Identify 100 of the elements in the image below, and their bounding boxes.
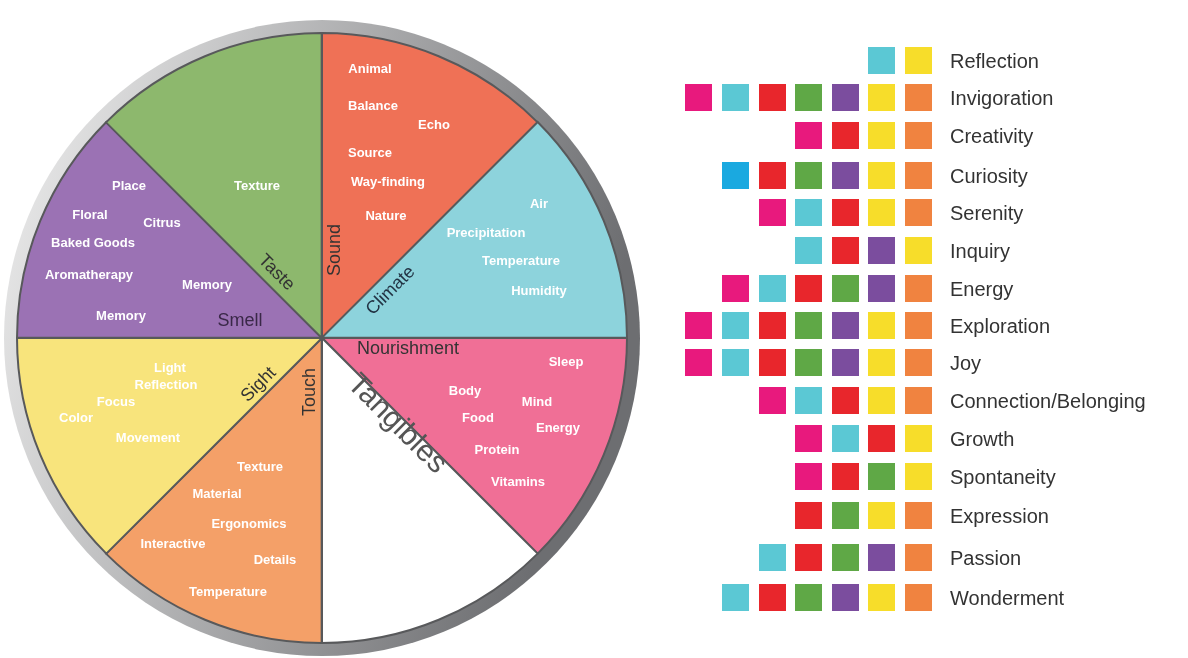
color-square bbox=[758, 349, 786, 376]
color-square bbox=[905, 584, 932, 611]
color-square bbox=[905, 199, 932, 226]
color-square bbox=[905, 544, 932, 571]
color-square bbox=[905, 349, 932, 376]
row-label: Reflection bbox=[950, 49, 1039, 73]
row-label: Invigoration bbox=[950, 86, 1054, 110]
row-label: Growth bbox=[950, 427, 1015, 451]
color-square bbox=[722, 84, 749, 111]
slice-heading: Nourishment bbox=[357, 339, 459, 357]
color-square bbox=[758, 387, 786, 414]
row-label: Passion bbox=[950, 546, 1022, 570]
color-square bbox=[831, 312, 859, 339]
color-square bbox=[831, 387, 859, 414]
color-square bbox=[831, 502, 859, 529]
slice-item: Ergonomics bbox=[211, 516, 287, 530]
color-square bbox=[831, 544, 859, 571]
slice-item: Animal bbox=[348, 61, 392, 75]
slice-item: Citrus bbox=[143, 215, 181, 229]
color-square bbox=[905, 502, 932, 529]
slice-item: Material bbox=[192, 486, 242, 500]
color-square bbox=[795, 584, 823, 611]
color-square bbox=[758, 312, 786, 339]
color-square bbox=[722, 312, 749, 339]
color-square bbox=[685, 84, 713, 111]
color-square bbox=[758, 199, 786, 226]
color-square bbox=[795, 502, 823, 529]
color-square bbox=[758, 584, 786, 611]
color-square bbox=[758, 275, 786, 302]
color-square bbox=[905, 463, 932, 490]
color-square bbox=[831, 584, 859, 611]
slice-item: Movement bbox=[115, 430, 181, 444]
color-square bbox=[868, 199, 896, 226]
color-square bbox=[905, 84, 932, 111]
color-square bbox=[795, 162, 823, 189]
color-square bbox=[868, 162, 896, 189]
slice-item: Color bbox=[59, 410, 93, 424]
color-square bbox=[868, 544, 896, 571]
color-square bbox=[722, 584, 749, 611]
slice-item: Temperature bbox=[189, 584, 267, 598]
color-square bbox=[831, 463, 859, 490]
slice-item: Air bbox=[529, 196, 549, 210]
color-square bbox=[795, 122, 823, 149]
slice-item: Humidity bbox=[511, 283, 567, 297]
color-square bbox=[905, 275, 932, 302]
slice-item: Way-finding bbox=[351, 174, 425, 188]
slice-item: Memory bbox=[96, 308, 146, 322]
slice-item: Temperature bbox=[482, 253, 560, 267]
color-square bbox=[795, 312, 823, 339]
row-label: Wonderment bbox=[950, 586, 1065, 610]
color-square bbox=[868, 47, 896, 74]
slice-item: Protein bbox=[474, 442, 520, 456]
slice-item: Baked Goods bbox=[51, 235, 135, 249]
color-square bbox=[868, 312, 896, 339]
row-label: Joy bbox=[950, 351, 982, 375]
slice-item: Echo bbox=[418, 117, 450, 131]
slice-item: Interactive bbox=[140, 536, 206, 550]
color-square bbox=[905, 122, 932, 149]
color-square bbox=[868, 275, 896, 302]
row-label: Exploration bbox=[950, 314, 1051, 338]
color-square bbox=[868, 84, 896, 111]
slice-item: Focus bbox=[96, 394, 136, 408]
slice-heading: Smell bbox=[217, 311, 263, 329]
color-square bbox=[868, 502, 896, 529]
color-square bbox=[795, 349, 823, 376]
row-label: Serenity bbox=[950, 201, 1024, 225]
slice-item: Source bbox=[347, 145, 393, 159]
slice-item: Light bbox=[154, 360, 186, 374]
color-square bbox=[758, 84, 786, 111]
color-square bbox=[795, 199, 823, 226]
slice-item: Sleep bbox=[548, 354, 584, 368]
color-square bbox=[795, 387, 823, 414]
color-square bbox=[685, 349, 713, 376]
color-square bbox=[722, 349, 749, 376]
color-square bbox=[685, 312, 713, 339]
slice-item: Reflection bbox=[134, 377, 198, 391]
row-label: Curiosity bbox=[950, 164, 1028, 188]
slice-item: Vitamins bbox=[491, 474, 545, 488]
row-label: Expression bbox=[950, 504, 1049, 528]
slice-item: Nature bbox=[365, 208, 407, 222]
slice-item: Balance bbox=[348, 98, 398, 112]
slice-item: Place bbox=[112, 178, 146, 192]
slice-item: Texture bbox=[234, 178, 280, 192]
color-square bbox=[831, 237, 859, 264]
slice-item: Details bbox=[253, 552, 297, 566]
color-square bbox=[905, 312, 932, 339]
color-square bbox=[831, 425, 859, 452]
color-square bbox=[722, 162, 749, 189]
color-square bbox=[758, 162, 786, 189]
color-square bbox=[868, 349, 896, 376]
color-square bbox=[905, 237, 932, 264]
color-square bbox=[868, 237, 896, 264]
row-label: Energy bbox=[950, 277, 1014, 301]
color-square bbox=[831, 162, 859, 189]
color-square bbox=[795, 237, 823, 264]
slice-item: Memory bbox=[182, 277, 232, 291]
color-square bbox=[905, 162, 932, 189]
row-label: Creativity bbox=[950, 124, 1034, 148]
slice-heading: Touch bbox=[300, 368, 318, 416]
row-label: Inquiry bbox=[950, 239, 1011, 263]
